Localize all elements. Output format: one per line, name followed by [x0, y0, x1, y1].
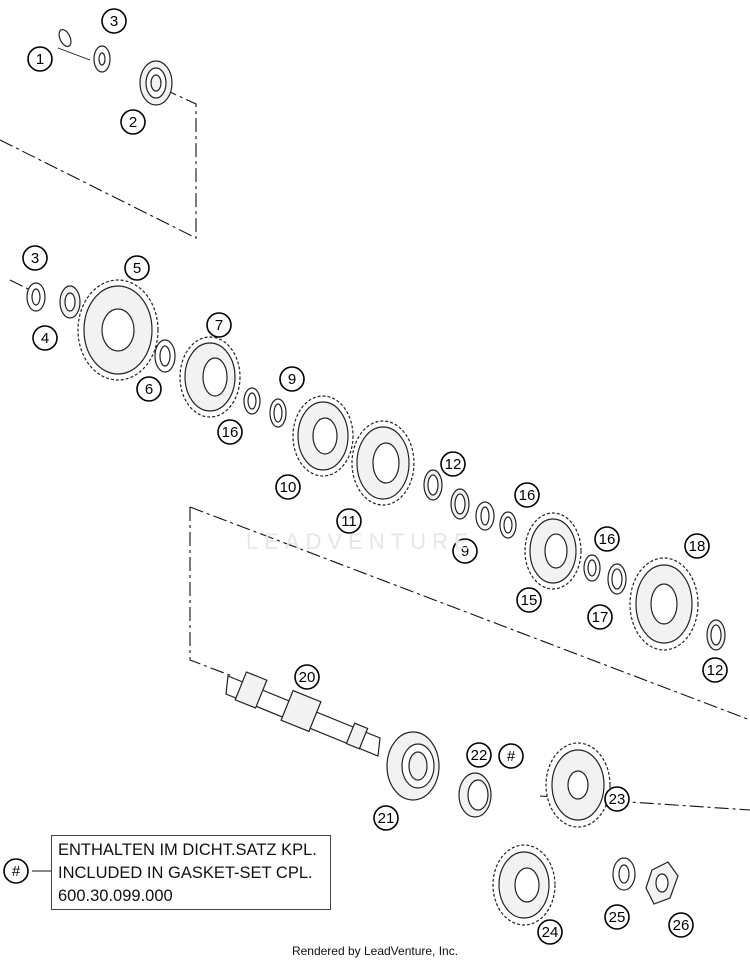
- callout-label: 4: [41, 330, 49, 347]
- callout-26: 26: [668, 912, 694, 938]
- callout-label: 3: [31, 250, 39, 267]
- note-line-3: 600.30.099.000: [58, 887, 173, 905]
- callout-22: 22: [466, 742, 492, 768]
- gear-7-part: [179, 336, 241, 418]
- washer-9-part: [269, 398, 287, 428]
- gear-5-part: [77, 279, 159, 381]
- callout-11: 11: [336, 508, 362, 534]
- callout-18: 18: [684, 533, 710, 559]
- callout-12: 12: [702, 657, 728, 683]
- callout-16: 16: [217, 419, 243, 445]
- callout-4: 4: [32, 325, 58, 351]
- ball-bearing-part: [139, 60, 173, 106]
- callout-label: 9: [288, 371, 296, 388]
- assembly-lines: [0, 47, 750, 811]
- bushing-part: [450, 488, 470, 520]
- callout-label: 18: [689, 538, 706, 555]
- callout-label: 24: [542, 924, 559, 941]
- callout-label: 10: [280, 479, 297, 496]
- callout-9: 9: [279, 366, 305, 392]
- callout-23: 23: [604, 786, 630, 812]
- callout-5: 5: [124, 255, 150, 281]
- callout-20: 20: [294, 664, 320, 690]
- callout-12: 12: [440, 451, 466, 477]
- callout-7: 7: [206, 312, 232, 338]
- callout-label: #: [12, 863, 21, 880]
- needle-bearing-part: [59, 285, 81, 319]
- callout-2: 2: [120, 109, 146, 135]
- callout-label: 25: [609, 909, 626, 926]
- callout-label: 12: [445, 456, 462, 473]
- callout-hash: #: [3, 858, 29, 884]
- washer-part: [93, 45, 111, 73]
- callout-10: 10: [275, 474, 301, 500]
- bearing-21-part: [386, 731, 440, 801]
- callout-label: 20: [299, 669, 316, 686]
- callout-label: 3: [110, 13, 118, 30]
- callout-label: 17: [592, 609, 609, 626]
- callout-21: 21: [373, 805, 399, 831]
- note-line-1: ENTHALTEN IM DICHT.SATZ KPL.: [58, 841, 317, 859]
- nut-26-part: [645, 861, 679, 905]
- gear-15-part: [524, 512, 582, 590]
- callout-group: 123345679910111212151616161718202122#232…: [3, 8, 728, 945]
- callout-label: 16: [599, 531, 616, 548]
- bushing-12-part: [423, 469, 443, 501]
- callout-hash: #: [498, 743, 524, 769]
- callout-25: 25: [604, 904, 630, 930]
- sprocket-23-part: [545, 742, 611, 828]
- callout-label: 23: [609, 791, 626, 808]
- callout-1: 1: [27, 46, 53, 72]
- callout-label: 5: [133, 260, 141, 277]
- gear-11-part: [351, 420, 415, 506]
- footer-credit: Rendered by LeadVenture, Inc.: [291, 944, 459, 958]
- washer-part-left: [26, 282, 46, 312]
- callout-label: 2: [129, 114, 137, 131]
- shaft-20-part: [225, 671, 381, 757]
- callout-9: 9: [452, 538, 478, 564]
- lock-washer-25-part: [612, 857, 636, 891]
- callout-24: 24: [537, 919, 563, 945]
- washer-17-part: [607, 563, 627, 595]
- ring-16c-part: [583, 554, 601, 582]
- washer-6-part: [154, 339, 176, 373]
- callout-15: 15: [516, 587, 542, 613]
- callout-17: 17: [587, 604, 613, 630]
- callout-label: 9: [461, 543, 469, 560]
- callout-label: 22: [471, 747, 488, 764]
- washer-9b-part: [475, 501, 495, 531]
- ring-16b-part: [499, 511, 517, 539]
- callout-label: 11: [341, 513, 357, 530]
- callout-label: 26: [673, 917, 690, 934]
- watermark-text: LEADVENTURE: [246, 529, 475, 554]
- callout-label: 6: [145, 381, 153, 398]
- callout-3: 3: [101, 8, 127, 34]
- gear-18-part: [629, 557, 699, 651]
- callout-label: 1: [36, 51, 44, 68]
- callout-3: 3: [22, 245, 48, 271]
- sprocket-24-part: [492, 844, 556, 926]
- callout-label: 16: [222, 424, 239, 441]
- ring-16-part: [243, 387, 261, 415]
- circlip-part: [58, 28, 72, 48]
- note-line-2: INCLUDED IN GASKET-SET CPL.: [58, 864, 313, 882]
- bushing-12b-part: [706, 619, 726, 651]
- callout-label: 16: [519, 487, 536, 504]
- callout-label: 12: [707, 662, 724, 679]
- callout-16: 16: [594, 526, 620, 552]
- callout-label: 21: [378, 810, 395, 827]
- callout-16: 16: [514, 482, 540, 508]
- callout-6: 6: [136, 376, 162, 402]
- gear-10-part: [292, 395, 354, 477]
- seal-22-part: [458, 772, 492, 818]
- callout-label: 15: [521, 592, 538, 609]
- gasket-set-note: ENTHALTEN IM DICHT.SATZ KPL. INCLUDED IN…: [51, 835, 331, 910]
- callout-label: 7: [215, 317, 223, 334]
- callout-label: #: [507, 748, 516, 765]
